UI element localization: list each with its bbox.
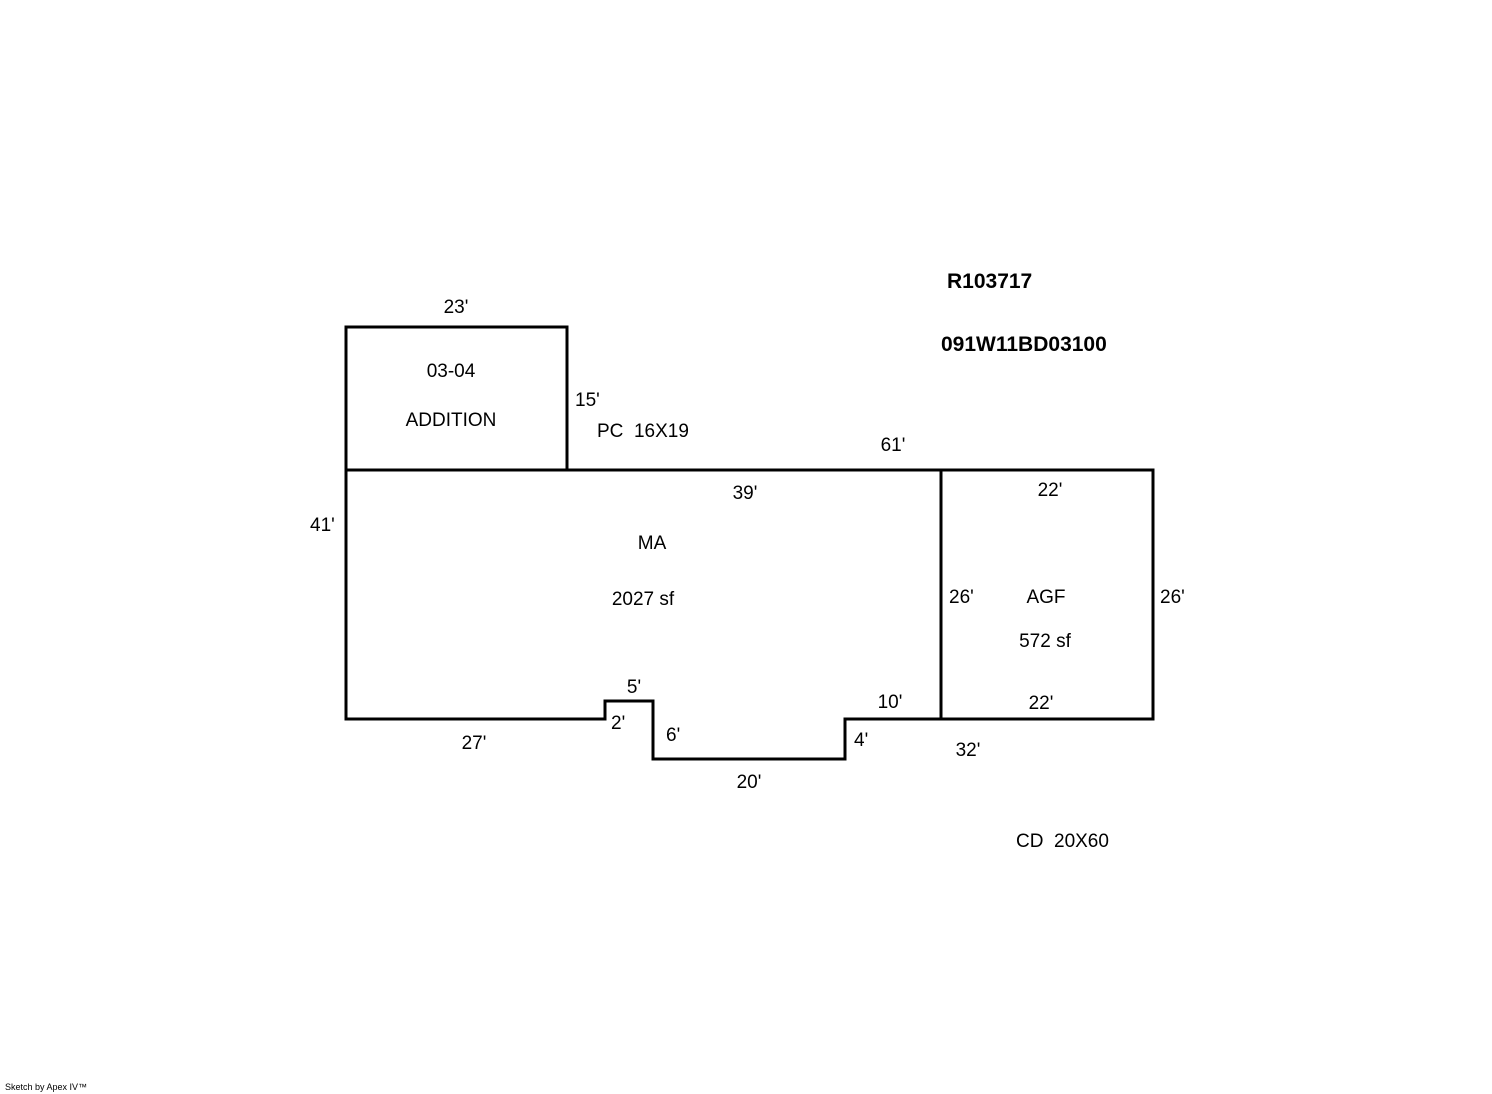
addition-right-dimension: 15'	[575, 390, 600, 411]
garage-left-dimension: 26'	[949, 587, 974, 608]
step-left-dimension: 6'	[666, 725, 680, 746]
main-top-inner-dimension: 39'	[733, 483, 758, 504]
garage-bottom-dimension: 22'	[1029, 693, 1054, 714]
step-right-dimension: 4'	[854, 730, 868, 751]
garage-code: AGF	[1026, 587, 1065, 608]
porch-label: PC 16X19	[597, 421, 689, 442]
account-number: R103717	[947, 270, 1032, 293]
garage-right-dimension: 26'	[1160, 587, 1185, 608]
addition-name: ADDITION	[406, 410, 497, 431]
main-bottom-right-dimension: 10'	[878, 692, 903, 713]
main-area-size: 2027 sf	[612, 589, 675, 610]
main-top-overall-dimension: 61'	[881, 435, 906, 456]
addition-top-dimension: 23'	[444, 297, 469, 318]
garage-outline	[939, 468, 1155, 721]
apex-credit: Sketch by Apex IV™	[5, 1082, 87, 1092]
addition-year: 03-04	[427, 361, 476, 382]
map-tax-lot: 091W11BD03100	[941, 333, 1107, 356]
main-bottom-mid-dimension: 20'	[737, 772, 762, 793]
addition-outline	[344, 325, 569, 472]
main-bottom-left-dimension: 27'	[462, 733, 487, 754]
main-area-outline	[344, 468, 943, 761]
garage-top-dimension: 22'	[1038, 480, 1063, 501]
notch-left-dimension: 2'	[611, 713, 625, 734]
main-area-code: MA	[638, 533, 667, 554]
notch-top-dimension: 5'	[627, 677, 641, 698]
main-left-dimension: 41'	[310, 515, 335, 536]
deck-label: CD 20X60	[1016, 831, 1109, 852]
main-bottom-overall-dimension: 32'	[956, 740, 981, 761]
garage-area-size: 572 sf	[1019, 631, 1071, 652]
